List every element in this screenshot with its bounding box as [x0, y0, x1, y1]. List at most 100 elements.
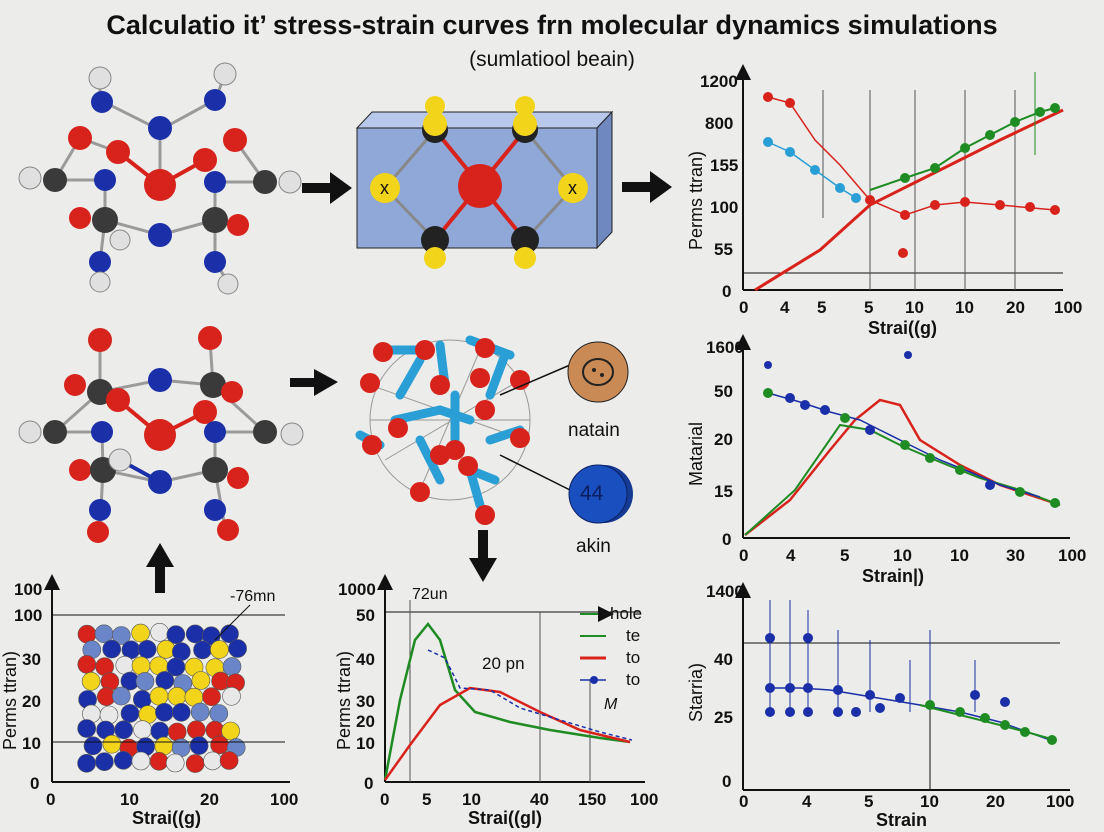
bl-xlabel: Strai((g) — [132, 808, 201, 828]
bm-xtick: 5 — [422, 790, 432, 809]
box-left-x-label: x — [380, 178, 389, 198]
tr-xtick: 10 — [905, 298, 924, 317]
mr-xtick: 4 — [786, 546, 796, 565]
bl-xtick: 20 — [200, 790, 219, 809]
tr-ytick: 800 — [705, 114, 734, 133]
bl-xtick: 100 — [270, 790, 299, 809]
tr-xtick: 0 — [739, 298, 749, 317]
tr-ytick: 55 — [714, 240, 733, 259]
bl-ytick: 20 — [22, 692, 41, 711]
particle-sphere — [102, 639, 121, 659]
particle-sphere — [150, 622, 169, 642]
particle-sphere — [112, 626, 131, 645]
chart-bottom-middle — [377, 574, 645, 783]
particle-sphere — [135, 672, 155, 691]
akin-icon — [568, 464, 633, 524]
chart-top-right — [735, 64, 1064, 292]
tr-ytick: 100 — [710, 198, 739, 217]
particle-sphere — [191, 671, 211, 690]
mr-xlabel: Strain|) — [862, 566, 925, 586]
legend-item-te: te — [626, 626, 641, 645]
bl-xtick: 0 — [46, 790, 56, 809]
tr-ytick: 1200 — [700, 72, 738, 91]
particle-sphere — [102, 734, 122, 754]
mr-xtick: 0 — [739, 546, 749, 565]
tr-xlabel: Strai((g) — [868, 318, 937, 338]
polymer-network — [355, 335, 571, 525]
bm-xlabel: Strai((gl) — [468, 808, 542, 828]
particle-sphere — [210, 735, 229, 755]
bl-ytick: 100 — [14, 580, 43, 599]
bl-ylabel: Perms ttran) — [0, 650, 20, 750]
particle-sphere — [77, 753, 96, 773]
particle-sphere — [149, 751, 169, 771]
br-xtick: 10 — [920, 792, 939, 811]
crystal-box — [355, 96, 614, 269]
bm-ytick: 20 — [356, 712, 375, 731]
br-ytick: 40 — [714, 650, 733, 669]
particle-sphere — [222, 657, 242, 676]
bm-ytick: 50 — [356, 606, 375, 625]
mr-xtick: 100 — [1058, 546, 1087, 565]
arrow-up — [146, 543, 174, 593]
chart-bottom-middle-legend — [580, 606, 614, 684]
particle-sphere — [120, 704, 140, 723]
particle-sphere — [189, 736, 209, 755]
br-xtick: 20 — [986, 792, 1005, 811]
br-xtick: 0 — [739, 792, 749, 811]
particle-sphere — [115, 655, 135, 675]
tr-ytick: 155 — [710, 156, 739, 175]
bm-xtick: 0 — [380, 790, 390, 809]
arrow-right-2 — [622, 171, 672, 203]
br-ytick: 0 — [722, 772, 732, 791]
particle-sphere — [149, 686, 169, 706]
particle-sphere — [185, 624, 205, 644]
legend-item-to-2: to — [626, 670, 641, 689]
particle-sphere — [209, 704, 229, 723]
bl-ytick: 30 — [22, 650, 41, 669]
bm-ytick: 40 — [356, 650, 375, 669]
particle-sphere — [210, 640, 229, 659]
particle-sphere — [83, 736, 103, 756]
chart-bottom-left — [44, 574, 290, 783]
bm-ytick: 10 — [356, 734, 375, 753]
particle-sphere — [114, 720, 133, 740]
chart-middle-right-points — [763, 351, 1060, 508]
bm-ylabel: Perms ttran) — [334, 650, 354, 750]
particle-sphere — [131, 623, 150, 643]
legend-item-hole: hole — [610, 604, 643, 623]
mr-xtick: 10 — [950, 546, 969, 565]
particle-sphere — [133, 720, 152, 740]
particle-sphere — [137, 639, 157, 659]
br-xlabel: Strain — [876, 810, 928, 830]
tr-ylabel: Perms ttran) — [686, 150, 706, 250]
particle-sphere — [112, 686, 131, 706]
annotation-m: M — [604, 696, 618, 713]
annotation-20pn: 20 pn — [482, 654, 525, 673]
bl-ytick: 10 — [22, 734, 41, 753]
box-right-x-label: x — [568, 178, 577, 198]
bl-ytick: 100 — [14, 606, 43, 625]
particle-sphere — [166, 625, 186, 645]
br-xtick: 4 — [802, 792, 812, 811]
arrow-right-1 — [302, 172, 352, 204]
mr-ylabel: Matarial — [686, 421, 706, 486]
bl-xtick: 10 — [120, 790, 139, 809]
particle-sphere — [131, 656, 151, 676]
br-ytick: 1400 — [706, 582, 744, 601]
annotation-72un: 72un — [412, 586, 448, 603]
particle-sphere — [219, 751, 239, 770]
natain-icon — [567, 341, 629, 403]
annotation-76mn: -76mn — [230, 588, 276, 605]
particle-sphere — [114, 750, 133, 770]
bm-xtick: 10 — [462, 790, 481, 809]
particle-sphere — [77, 624, 97, 644]
particle-sphere — [202, 687, 221, 707]
particle-sphere — [167, 686, 187, 706]
particle-sphere — [185, 754, 205, 773]
br-ylabel: Starria) — [686, 662, 706, 722]
badge-44: 44 — [580, 482, 604, 505]
mr-xtick: 5 — [840, 546, 850, 565]
particle-sphere — [165, 753, 185, 773]
particle-sphere — [221, 721, 240, 741]
